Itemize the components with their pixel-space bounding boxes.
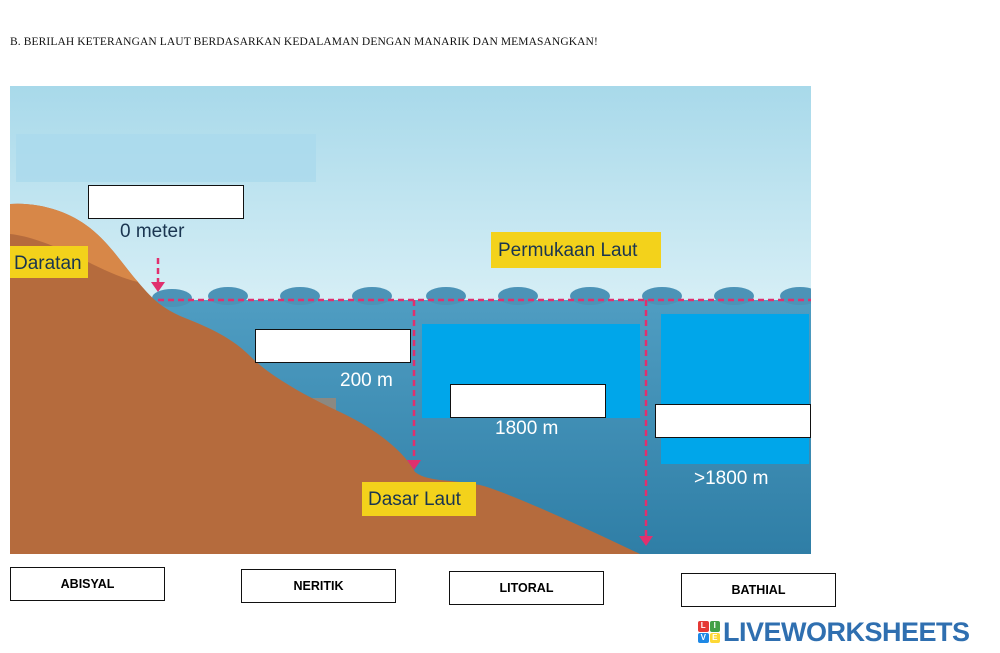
drop-box-bathial-zone[interactable] <box>450 384 606 418</box>
drop-box-abisyal-zone[interactable] <box>655 404 811 438</box>
liveworksheets-logo: L I V E LIVEWORKSHEETS <box>698 616 970 648</box>
land-top-layer <box>10 203 138 282</box>
tag-permukaan <box>491 232 661 268</box>
label-gt1800m: >1800 m <box>694 468 768 489</box>
land <box>10 203 640 554</box>
drop-box-litoral-zone[interactable] <box>88 185 244 219</box>
faded-label-area <box>16 134 316 182</box>
liveworksheets-logo-icon: L I V E <box>698 621 720 643</box>
label-permukaan-laut: Permukaan Laut <box>498 240 638 261</box>
label-dasar-laut: Dasar Laut <box>368 489 462 510</box>
instruction-text: B. BERILAH KETERANGAN LAUT BERDASARKAN K… <box>10 36 598 48</box>
word-card-bathial[interactable]: BATHIAL <box>681 573 836 607</box>
word-card-abisyal[interactable]: ABISYAL <box>10 567 165 601</box>
word-card-litoral[interactable]: LITORAL <box>449 571 604 605</box>
label-200m: 200 m <box>340 370 393 391</box>
label-1800m: 1800 m <box>495 418 558 439</box>
liveworksheets-logo-text: LIVEWORKSHEETS <box>723 616 970 647</box>
tag-daratan <box>10 246 88 278</box>
depth-arrowheads <box>151 282 653 546</box>
word-card-neritik[interactable]: NERITIK <box>241 569 396 603</box>
sea-depth-diagram: 0 meter Daratan Permukaan Laut 200 m 180… <box>10 86 811 554</box>
drop-box-neritik-zone[interactable] <box>255 329 411 363</box>
label-0-meter: 0 meter <box>120 221 185 242</box>
depth-lines <box>156 258 811 538</box>
zone-abisyal-highlight <box>661 314 809 464</box>
tag-dasar <box>362 482 476 516</box>
label-daratan: Daratan <box>14 253 82 274</box>
